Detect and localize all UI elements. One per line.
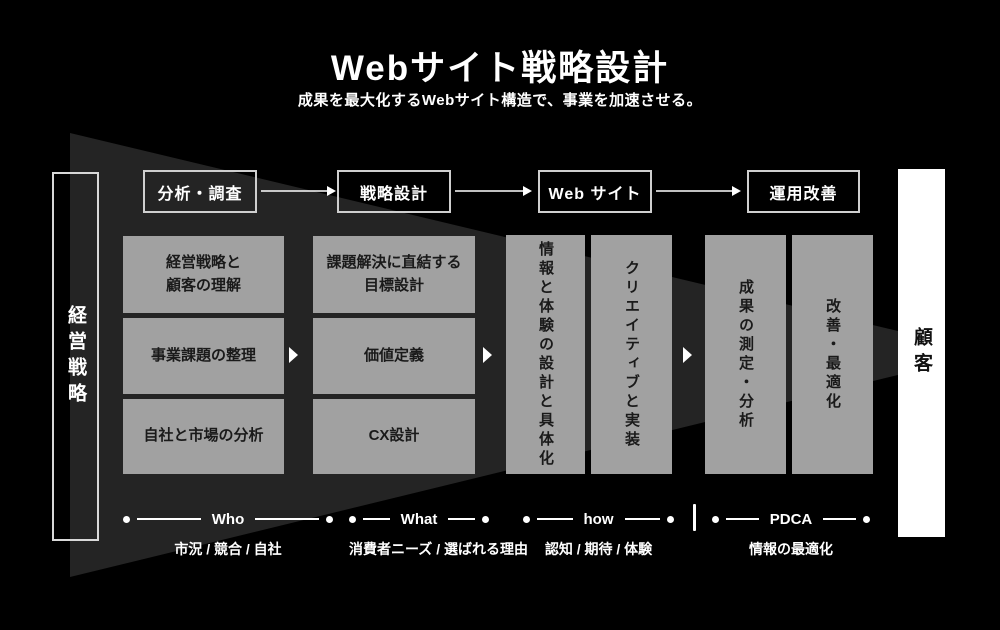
stage-box-operation: 運用改善 [747, 170, 860, 213]
stage-label: 分析・調査 [157, 185, 243, 203]
span-line [363, 518, 390, 520]
span-line [255, 518, 320, 520]
stage-box-strategy: 戦略設計 [337, 170, 451, 213]
span-label: What [400, 510, 438, 528]
span-label: Who [211, 510, 245, 528]
page-title: Webサイト戦略設計 [330, 49, 670, 88]
dot-icon [349, 515, 356, 523]
card-info-experience-design: 情報と体験の設計と具体化 [506, 235, 585, 474]
arrow-right-icon [455, 186, 532, 196]
span-line [137, 518, 201, 520]
span-line [448, 518, 476, 520]
stage-label: 運用改善 [769, 185, 838, 203]
span-sublabel: 市況 / 競合 / 自社 [174, 541, 282, 557]
left-rail-label: 経営戦略 [65, 304, 86, 409]
card-creative-implementation: クリエイティブと実装 [591, 235, 672, 474]
card-company-market-analysis: 自社と市場の分析 [123, 399, 284, 474]
card-goal-design: 課題解決に直結する 目標設計 [313, 236, 475, 313]
span-line [624, 518, 660, 520]
card-value-definition: 価値定義 [313, 318, 475, 394]
dot-icon [712, 515, 719, 523]
card-measurement-analysis: 成果の測定・分析 [705, 235, 786, 474]
span-line [537, 518, 573, 520]
footer-group-how: how 認知 / 期待 / 体験 [523, 510, 674, 559]
step-arrow-icon [483, 347, 492, 363]
dot-icon [863, 515, 871, 523]
footer-group-who: Who 市況 / 競合 / 自社 [123, 510, 334, 559]
right-rail-label: 顧客 [911, 327, 932, 379]
dot-icon [123, 515, 130, 523]
arrow-right-icon [261, 186, 336, 196]
card-cx-design: CX設計 [313, 399, 475, 474]
span-label: PDCA [769, 510, 813, 528]
stage-label: 戦略設計 [359, 185, 428, 203]
dot-icon [523, 515, 530, 523]
span-label: how [583, 510, 614, 528]
card-business-issues: 事業課題の整理 [123, 318, 284, 394]
card-improvement-optimization: 改善・最適化 [792, 235, 873, 474]
footer-group-pdca: PDCA 情報の最適化 [712, 510, 871, 559]
stage-label: Web サイト [548, 185, 642, 203]
footer-divider [693, 504, 696, 531]
span-line [823, 518, 857, 520]
dot-icon [667, 515, 674, 523]
dot-icon [482, 515, 490, 523]
arrow-right-icon [656, 186, 741, 196]
measure-span: PDCA [712, 510, 871, 528]
card-management-customer-understanding: 経営戦略と 顧客の理解 [123, 236, 284, 313]
measure-span: how [523, 510, 674, 528]
span-line [726, 518, 759, 520]
stage-box-analysis: 分析・調査 [143, 170, 257, 213]
footer-group-what: What 消費者ニーズ / 選ばれる理由 [349, 510, 528, 559]
measure-span: What [349, 510, 490, 528]
left-rail-management-strategy: 経営戦略 [52, 172, 99, 541]
measure-span: Who [123, 510, 334, 528]
step-arrow-icon [683, 347, 692, 363]
span-sublabel: 情報の最適化 [749, 541, 833, 557]
span-sublabel: 認知 / 期待 / 体験 [544, 541, 653, 557]
span-sublabel: 消費者ニーズ / 選ばれる理由 [349, 541, 528, 557]
right-rail-customer: 顧客 [898, 169, 945, 537]
page-subtitle: 成果を最大化するWebサイト構造で、事業を加速させる。 [297, 92, 703, 109]
stage-box-website: Web サイト [538, 170, 652, 213]
dot-icon [326, 515, 334, 523]
step-arrow-icon [289, 347, 298, 363]
